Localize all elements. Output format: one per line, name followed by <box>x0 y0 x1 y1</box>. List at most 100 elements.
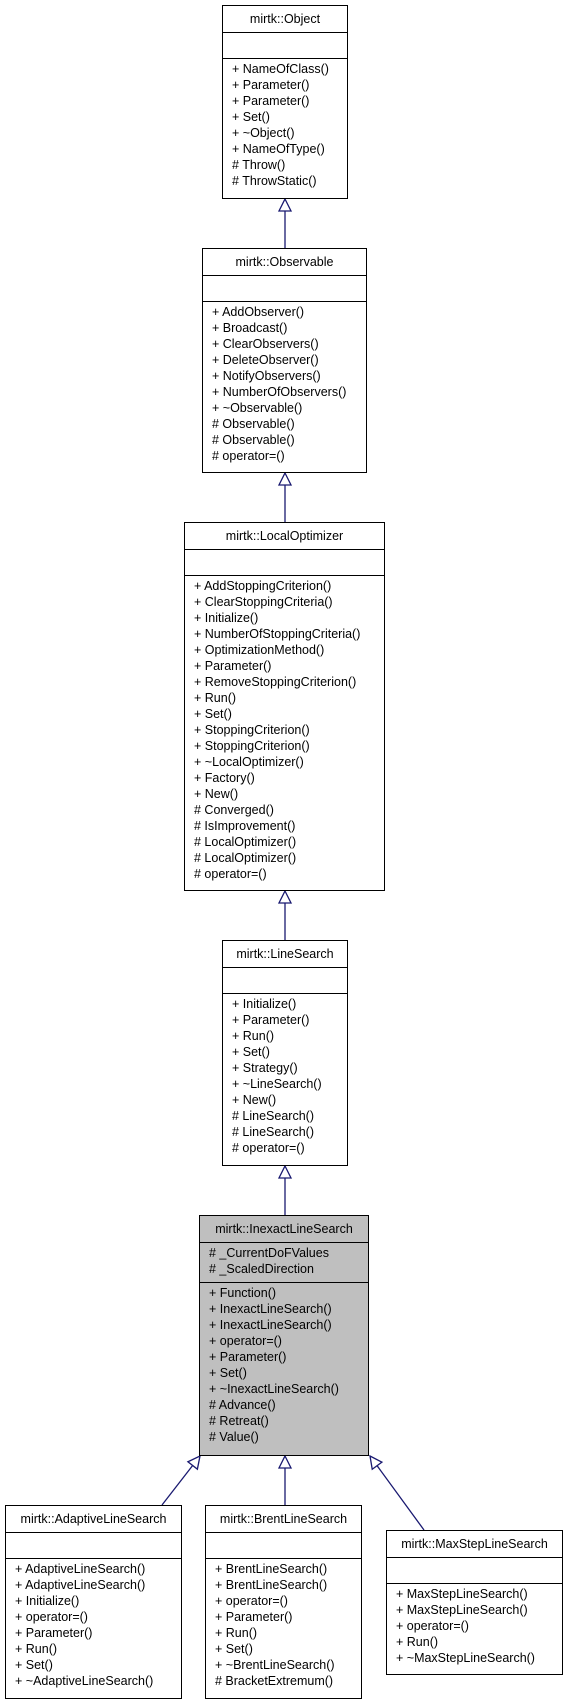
method-item: # Converged() <box>194 803 274 817</box>
method-item: + BrentLineSearch() <box>215 1578 328 1592</box>
method-item: + Parameter() <box>15 1626 93 1640</box>
method-item: + Initialize() <box>15 1594 80 1608</box>
method-item: + NameOfType() <box>232 142 325 156</box>
method-item: # BracketExtremum() <box>215 1674 334 1688</box>
class-title: mirtk::MaxStepLineSearch <box>387 1531 562 1558</box>
method-item: + Parameter() <box>194 659 272 673</box>
attributes-section <box>206 1533 361 1559</box>
class-box-inexact-line-search: mirtk::InexactLineSearch # _CurrentDoFVa… <box>199 1215 369 1456</box>
method-item: + NumberOfObservers() <box>212 385 347 399</box>
attributes-section <box>203 276 366 302</box>
method-item: + NameOfClass() <box>232 62 329 76</box>
class-title: mirtk::BrentLineSearch <box>206 1506 361 1533</box>
inheritance-arrowhead <box>186 1454 201 1471</box>
class-box-adaptive-line-search: mirtk::AdaptiveLineSearch + AdaptiveLine… <box>5 1505 182 1699</box>
method-item: # LineSearch() <box>232 1109 314 1123</box>
method-item: + Set() <box>232 110 270 124</box>
method-item: # Observable() <box>212 433 295 447</box>
method-item: + Set() <box>215 1642 253 1656</box>
methods-section: + NameOfClass() + Parameter() + Paramete… <box>223 59 347 191</box>
method-item: + operator=() <box>396 1619 469 1633</box>
inheritance-arrowhead <box>277 471 293 486</box>
method-item: + Factory() <box>194 771 255 785</box>
method-item: + New() <box>194 787 239 801</box>
method-item: # Retreat() <box>209 1414 269 1428</box>
method-item: + NumberOfStoppingCriteria() <box>194 627 361 641</box>
inheritance-arrowhead <box>277 889 293 904</box>
method-item: + operator=() <box>215 1594 288 1608</box>
method-item: + Function() <box>209 1286 277 1300</box>
methods-section: + AdaptiveLineSearch() + AdaptiveLineSea… <box>6 1559 181 1691</box>
method-item: + ~Observable() <box>212 401 303 415</box>
methods-section: + Initialize() + Parameter() + Run() + S… <box>223 994 347 1158</box>
method-item: + ~AdaptiveLineSearch() <box>15 1674 154 1688</box>
methods-section: + BrentLineSearch() + BrentLineSearch() … <box>206 1559 361 1691</box>
method-item: # operator=() <box>232 1141 305 1155</box>
method-item: # LocalOptimizer() <box>194 851 297 865</box>
method-item: + AdaptiveLineSearch() <box>15 1578 146 1592</box>
method-item: + InexactLineSearch() <box>209 1302 332 1316</box>
method-item: # Observable() <box>212 417 295 431</box>
method-item: + AddObserver() <box>212 305 305 319</box>
method-item: + Parameter() <box>232 94 310 108</box>
class-title: mirtk::LocalOptimizer <box>185 523 384 550</box>
class-box-max-step-line-search: mirtk::MaxStepLineSearch + MaxStepLineSe… <box>386 1530 563 1675</box>
attributes-section <box>185 550 384 576</box>
method-item: # IsImprovement() <box>194 819 296 833</box>
attributes-section <box>223 33 347 59</box>
method-item: + Run() <box>15 1642 58 1656</box>
method-item: + MaxStepLineSearch() <box>396 1603 528 1617</box>
methods-section: + MaxStepLineSearch() + MaxStepLineSearc… <box>387 1584 562 1668</box>
method-item: + Initialize() <box>194 611 259 625</box>
method-item: # Advance() <box>209 1398 276 1412</box>
method-item: + Parameter() <box>232 1013 310 1027</box>
method-item: + NotifyObservers() <box>212 369 321 383</box>
method-item: + StoppingCriterion() <box>194 739 310 753</box>
method-item: # Value() <box>209 1430 259 1444</box>
method-item: + ClearStoppingCriteria() <box>194 595 333 609</box>
method-item: + ~LocalOptimizer() <box>194 755 304 769</box>
method-item: + StoppingCriterion() <box>194 723 310 737</box>
method-item: + ~LineSearch() <box>232 1077 322 1091</box>
method-item: + Set() <box>209 1366 247 1380</box>
method-item: + Set() <box>15 1658 53 1672</box>
inheritance-arrowhead <box>277 197 293 212</box>
method-item: + BrentLineSearch() <box>215 1562 328 1576</box>
class-title: mirtk::LineSearch <box>223 941 347 968</box>
method-item: + Parameter() <box>215 1610 293 1624</box>
methods-section: + AddStoppingCriterion() + ClearStopping… <box>185 576 384 884</box>
method-item: + Broadcast() <box>212 321 288 335</box>
class-title: mirtk::Object <box>223 6 347 33</box>
inheritance-arrowhead <box>277 1164 293 1179</box>
inheritance-arrowhead <box>369 1454 384 1471</box>
inheritance-arrowhead <box>277 1454 293 1469</box>
class-title: mirtk::AdaptiveLineSearch <box>6 1506 181 1533</box>
method-item: + AddStoppingCriterion() <box>194 579 332 593</box>
attributes-section <box>223 968 347 994</box>
method-item: + MaxStepLineSearch() <box>396 1587 528 1601</box>
class-title: mirtk::InexactLineSearch <box>200 1216 368 1243</box>
method-item: # LocalOptimizer() <box>194 835 297 849</box>
method-item: # Throw() <box>232 158 286 172</box>
method-item: + Run() <box>215 1626 258 1640</box>
methods-section: + AddObserver() + Broadcast() + ClearObs… <box>203 302 366 466</box>
class-box-local-optimizer: mirtk::LocalOptimizer + AddStoppingCrite… <box>184 522 385 891</box>
method-item: + InexactLineSearch() <box>209 1318 332 1332</box>
method-item: + ClearObservers() <box>212 337 319 351</box>
method-item: + operator=() <box>209 1334 282 1348</box>
inheritance-line <box>376 1465 425 1531</box>
method-item: + ~Object() <box>232 126 295 140</box>
inheritance-line <box>161 1465 194 1506</box>
methods-section: + Function() + InexactLineSearch() + Ine… <box>200 1283 368 1447</box>
method-item: + Run() <box>232 1029 275 1043</box>
attributes-section <box>387 1558 562 1584</box>
class-box-object: mirtk::Object + NameOfClass() + Paramete… <box>222 5 348 199</box>
class-box-observable: mirtk::Observable + AddObserver() + Broa… <box>202 248 367 473</box>
method-item: # ThrowStatic() <box>232 174 317 188</box>
method-item: + operator=() <box>15 1610 88 1624</box>
method-item: + Run() <box>194 691 237 705</box>
method-item: + ~MaxStepLineSearch() <box>396 1651 535 1665</box>
method-item: # operator=() <box>212 449 285 463</box>
method-item: + Run() <box>396 1635 439 1649</box>
